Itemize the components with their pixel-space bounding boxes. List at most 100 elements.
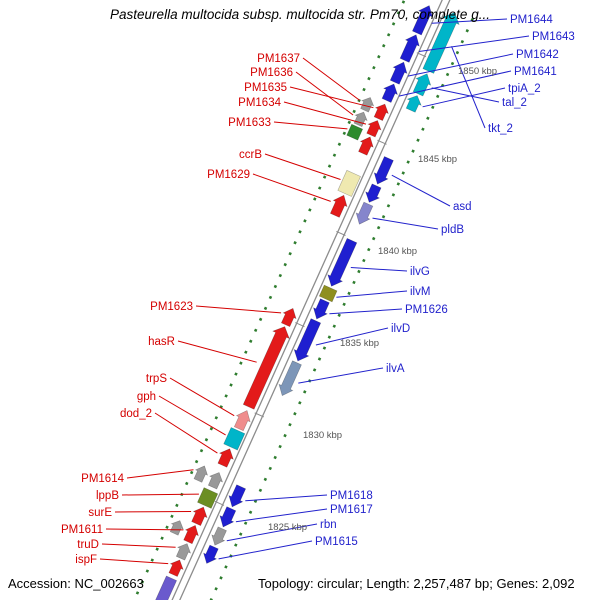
gene-label-left[interactable]: ccrB: [239, 149, 262, 161]
gene-arrow-PM1618[interactable]: [225, 484, 248, 510]
gene-arrow-PM1629[interactable]: [328, 192, 351, 218]
gene-label-right[interactable]: pldB: [441, 224, 464, 236]
genome-track: [135, 0, 474, 600]
gene-label-right[interactable]: PM1642: [516, 49, 559, 61]
gene-arrow-hasR[interactable]: [240, 323, 293, 411]
gene-arrow[interactable]: [168, 518, 186, 536]
gene-arrow-PM1642[interactable]: [388, 59, 411, 85]
gene-arrow-PM1611[interactable]: [182, 523, 202, 545]
leader-line-left: [105, 528, 184, 531]
gene-label-right[interactable]: PM1617: [330, 504, 373, 516]
gene-arrow-PM1643[interactable]: [398, 32, 423, 64]
leader-line-left: [252, 173, 331, 202]
gene-arrow-ilvD[interactable]: [291, 318, 324, 365]
gene-label-right[interactable]: PM1641: [514, 66, 557, 78]
gene-arrow-truD[interactable]: [174, 541, 193, 561]
gene-arrow-ilvG[interactable]: [324, 237, 359, 289]
gene-arrow-PM1633[interactable]: [346, 123, 364, 141]
gene-arrow-tkt_2[interactable]: [420, 9, 463, 75]
leader-line-left: [295, 71, 354, 116]
gene-arrow-trpS[interactable]: [232, 407, 254, 432]
gene-arrow-surE[interactable]: [189, 504, 210, 527]
gene-label-right[interactable]: rbn: [320, 519, 337, 531]
gene-arrow-gph[interactable]: [223, 427, 246, 451]
gene-arrow[interactable]: [362, 183, 383, 206]
gene-arrow-ccrB[interactable]: [337, 169, 361, 197]
gene-arrow-PM1614[interactable]: [192, 463, 210, 483]
gene-label-left[interactable]: PM1629: [207, 169, 250, 181]
gene-arrow-ilvA[interactable]: [275, 360, 303, 399]
gene-arrow-PM1623[interactable]: [279, 305, 299, 328]
gene-arrow-ispF[interactable]: [167, 557, 186, 577]
gene-label-left[interactable]: PM1611: [61, 524, 103, 536]
gene-label-right[interactable]: PM1615: [315, 536, 358, 548]
gene-label-left[interactable]: PM1637: [257, 53, 300, 65]
gene-arrow-rbn[interactable]: [209, 526, 229, 548]
gene-arrow-PM1634[interactable]: [365, 118, 384, 138]
leader-line-left: [302, 57, 360, 101]
gene-arrow-PM1636[interactable]: [352, 109, 370, 128]
gene-label-left[interactable]: surE: [88, 507, 112, 519]
gene-label-right[interactable]: tkt_2: [488, 123, 513, 135]
gene-arrow-dod_2[interactable]: [216, 446, 237, 469]
gene-label-right[interactable]: ilvM: [410, 286, 430, 298]
gene-label-left[interactable]: PM1614: [81, 473, 124, 485]
gene-label-right[interactable]: ilvA: [386, 363, 405, 375]
gene-arrow-tal_2[interactable]: [411, 70, 435, 97]
gene-label-right[interactable]: PM1626: [405, 304, 448, 316]
gene-label-left[interactable]: PM1633: [228, 117, 271, 129]
leader-line-left: [283, 101, 367, 125]
gene-label-left[interactable]: PM1634: [238, 97, 281, 109]
gene-label-left[interactable]: ispF: [75, 554, 97, 566]
gene-arrow-PM1617[interactable]: [216, 506, 238, 530]
gene-arrow-PM1615[interactable]: [200, 544, 220, 566]
gene-label-left[interactable]: truD: [77, 539, 99, 551]
sequence-title: Pasteurella multocida subsp. multocida s…: [110, 7, 490, 22]
gene-arrow[interactable]: [206, 470, 225, 490]
gene-label-left[interactable]: hasR: [148, 336, 175, 348]
gene-label-left[interactable]: lppB: [96, 490, 119, 502]
leader-line-left: [264, 153, 341, 180]
leader-line-left: [121, 493, 199, 496]
gene-label-left[interactable]: gph: [137, 391, 156, 403]
leader-line-right: [336, 290, 408, 298]
gene-arrow-asd[interactable]: [371, 155, 396, 187]
gene-label-right[interactable]: PM1643: [532, 31, 575, 43]
gene-arrow-PM1626[interactable]: [310, 298, 332, 322]
gene-label-left[interactable]: dod_2: [120, 408, 152, 420]
gene-arrow-tpiA_2[interactable]: [404, 93, 424, 114]
gene-label-right[interactable]: PM1618: [330, 490, 373, 502]
gene-arrow-PM1637[interactable]: [359, 95, 377, 113]
leader-line-right: [418, 35, 530, 52]
leader-line-left: [273, 121, 348, 130]
gene-label-right[interactable]: ilvG: [410, 266, 430, 278]
gene-label-left[interactable]: PM1636: [250, 67, 293, 79]
gene-label-right[interactable]: PM1644: [510, 14, 553, 26]
scale-tick: [295, 322, 305, 328]
gene-label-right[interactable]: tpiA_2: [508, 83, 541, 95]
gene-arrow-ilvM[interactable]: [318, 284, 338, 303]
position-label: 1825 kbp: [268, 522, 307, 533]
gene-label-left[interactable]: trpS: [146, 373, 167, 385]
leader-line-right: [235, 508, 328, 523]
genome-backbone-line: [166, 0, 447, 600]
gene-label-right[interactable]: tal_2: [502, 97, 527, 109]
gene-arrow[interactable]: [356, 134, 376, 156]
leader-line-right: [218, 540, 313, 560]
gene-arrow-PM1644[interactable]: [410, 3, 436, 37]
gene-arrow-pldB[interactable]: [353, 201, 376, 227]
gene-arrow[interactable]: [148, 575, 179, 600]
gene-label-right[interactable]: ilvD: [391, 323, 410, 335]
leader-line-right: [329, 308, 403, 315]
gene-arrow-PM1641[interactable]: [380, 81, 401, 104]
scale-tick: [254, 412, 265, 418]
gene-arrow-PM1635[interactable]: [372, 101, 391, 121]
gene-label-left[interactable]: PM1635: [244, 82, 287, 94]
gene-label-right[interactable]: asd: [453, 201, 472, 213]
gene-label-left[interactable]: PM1623: [150, 301, 193, 313]
gene-arrow-lppB[interactable]: [197, 487, 219, 509]
genome-backbone-line: [172, 0, 454, 600]
position-label: 1840 kbp: [378, 246, 417, 257]
